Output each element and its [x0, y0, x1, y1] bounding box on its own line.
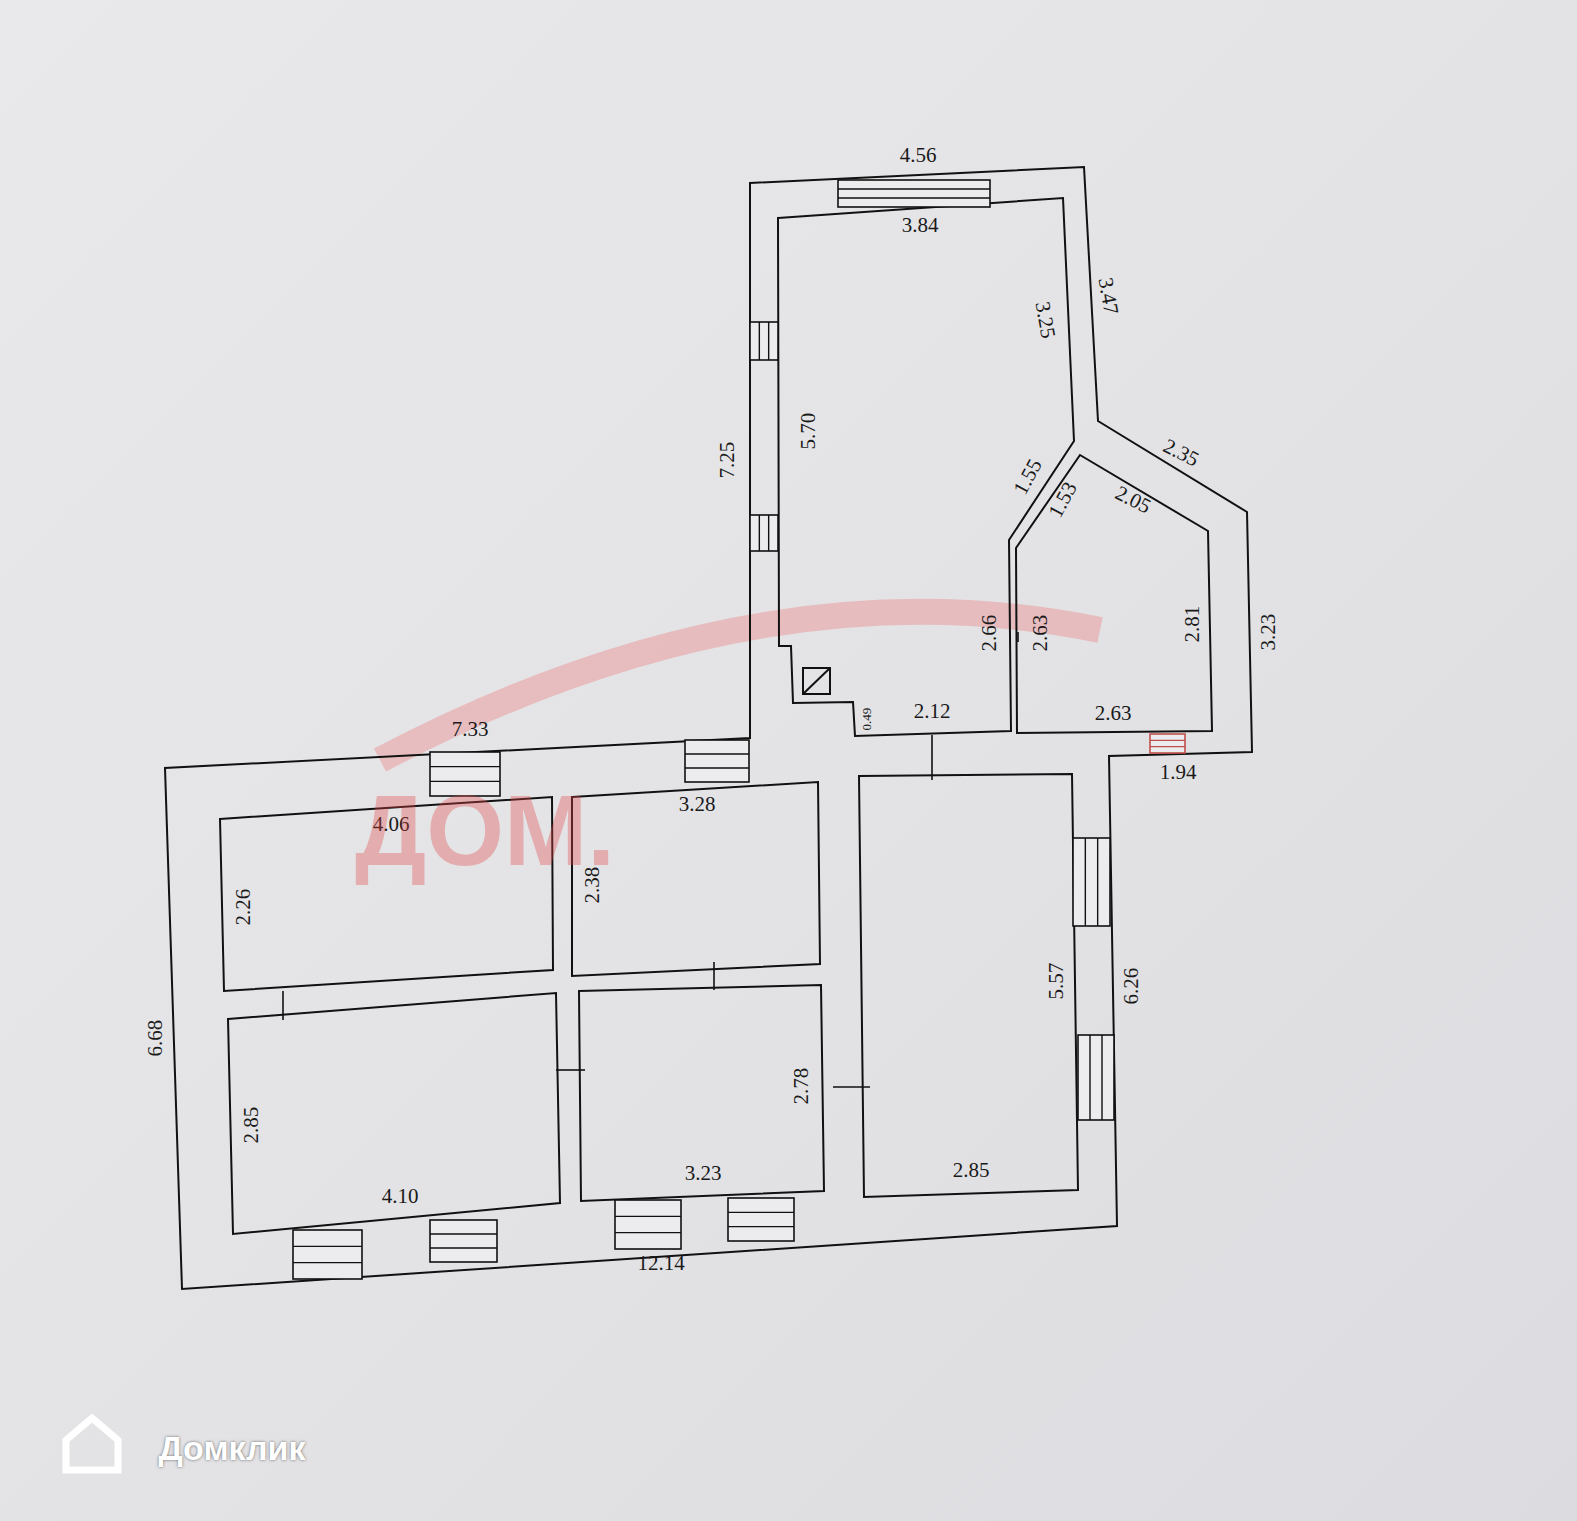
window [430, 1220, 497, 1262]
logo-icon [66, 1418, 118, 1470]
dimension-label: 3.84 [902, 215, 939, 236]
window-pane [685, 753, 749, 754]
dimension-label: 2.85 [241, 1107, 262, 1144]
room-outline [228, 993, 560, 1234]
window-frame [1073, 838, 1110, 926]
dimension-label: 2.35 [1160, 435, 1202, 470]
dimension-label: 3.28 [679, 794, 716, 815]
room-outline [579, 985, 824, 1201]
window-pane [430, 1233, 497, 1234]
dimension-label: 3.23 [1258, 614, 1279, 651]
door-mark [931, 735, 933, 780]
window-pane [728, 1212, 794, 1213]
window [685, 740, 749, 782]
window-pane [1101, 1035, 1102, 1120]
window [1073, 838, 1110, 926]
dimension-label: 12.14 [637, 1253, 684, 1274]
dimension-label: 6.26 [1121, 968, 1142, 1005]
dimension-label: 2.26 [233, 889, 254, 926]
room-outline [778, 198, 1074, 736]
window-pane [759, 322, 760, 360]
window-pane [685, 767, 749, 768]
window-pane [838, 188, 990, 189]
dimension-label: 2.63 [1030, 615, 1051, 652]
window-frame [685, 740, 749, 782]
window-pane [1150, 746, 1185, 747]
window [615, 1200, 681, 1249]
door-mark [833, 1086, 870, 1088]
window [1150, 734, 1185, 753]
window-pane [759, 515, 760, 551]
window [750, 322, 778, 360]
dimension-label: 1.94 [1160, 762, 1197, 783]
door-mark [1017, 632, 1019, 642]
window [838, 180, 990, 207]
dimension-label: 7.33 [452, 719, 489, 740]
window-pane [293, 1246, 362, 1247]
window-pane [430, 766, 500, 767]
dimension-label: 6.68 [145, 1020, 166, 1057]
dimension-label: 2.85 [953, 1160, 990, 1181]
window-frame [728, 1198, 794, 1241]
window-frame [838, 180, 990, 207]
window-pane [768, 322, 769, 360]
dimension-label: 3.47 [1094, 276, 1121, 316]
door-mark [713, 962, 715, 990]
dimension-label: 2.63 [1095, 703, 1132, 724]
watermark: ДОМ. [355, 780, 615, 880]
dimension-label: 4.10 [382, 1186, 419, 1207]
window-frame [615, 1200, 681, 1249]
window-pane [728, 1226, 794, 1227]
window-pane [615, 1216, 681, 1217]
window-pane [1089, 1035, 1090, 1120]
door-mark [556, 1069, 585, 1071]
window-frame [1150, 734, 1185, 753]
window-frame [750, 515, 778, 551]
window-pane [430, 1247, 497, 1248]
dimension-label: 3.25 [1031, 300, 1058, 340]
window-frame [430, 1220, 497, 1262]
window-pane [1085, 838, 1086, 926]
door-mark [282, 991, 284, 1020]
window-pane [1097, 838, 1098, 926]
window [1078, 1035, 1114, 1120]
window-frame [293, 1230, 362, 1279]
window-pane [1150, 740, 1185, 741]
room-outline [1016, 455, 1212, 733]
dimension-label: 0.49 [860, 708, 873, 731]
dimension-label: 5.57 [1046, 963, 1067, 1000]
dimension-label: 2.05 [1112, 482, 1154, 517]
dimension-label: 3.23 [685, 1163, 722, 1184]
dimension-label: 7.25 [717, 442, 738, 479]
walls [165, 167, 1252, 1289]
window [750, 515, 778, 551]
window [728, 1198, 794, 1241]
chimney [803, 668, 830, 694]
dimension-label: 2.66 [979, 615, 1000, 652]
logo-text: Домклик [158, 1431, 305, 1465]
window-pane [293, 1262, 362, 1263]
window [293, 1230, 362, 1279]
window-frame [1078, 1035, 1114, 1120]
window-pane [838, 197, 990, 198]
window-frame [750, 322, 778, 360]
outer-wall [165, 167, 1252, 1289]
dimension-label: 2.12 [914, 701, 951, 722]
dimension-label: 5.70 [798, 413, 819, 450]
dimension-label: 1.55 [1010, 456, 1046, 498]
dimension-label: 2.78 [791, 1068, 812, 1105]
chimney [803, 668, 830, 694]
dimension-label: 4.56 [900, 145, 937, 166]
window-pane [615, 1232, 681, 1233]
window-pane [768, 515, 769, 551]
dimension-label: 2.81 [1182, 606, 1203, 643]
logo-icon [66, 1418, 118, 1470]
room-outline [859, 774, 1078, 1197]
dimension-label: 1.53 [1045, 479, 1081, 521]
windows [283, 180, 1185, 1279]
